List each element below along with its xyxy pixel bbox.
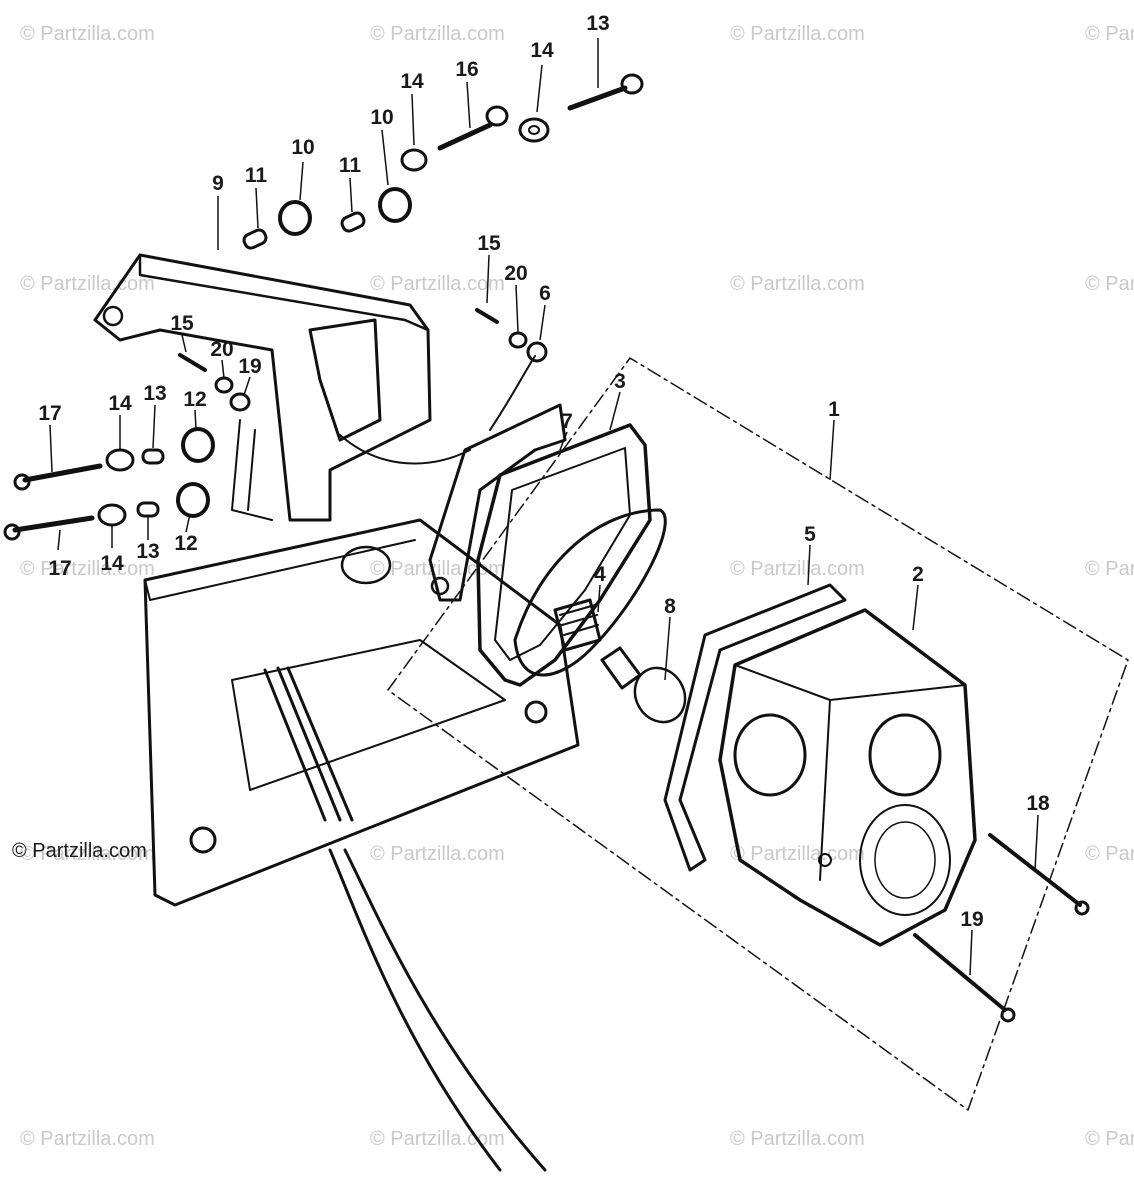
- callout-label: 13: [136, 540, 159, 563]
- callout-label: 18: [1026, 792, 1050, 815]
- watermark: © Partzilla.com: [1085, 843, 1134, 865]
- watermark: © Partzilla.com: [730, 273, 865, 295]
- watermark-layer: © Partzilla.com © Partzilla.com © Partzill…: [20, 23, 1134, 1150]
- callout-label: 19: [960, 908, 983, 931]
- watermark: © Partzilla.com: [20, 843, 155, 865]
- callout-label: 14: [530, 39, 554, 62]
- callout-label: 5: [804, 523, 816, 546]
- watermark: © Partzilla.com: [20, 273, 155, 295]
- watermark: © Partzilla.com: [20, 1128, 155, 1150]
- leader-lines: [49, 38, 1039, 976]
- callout-label: 12: [174, 532, 197, 555]
- callout-label: 20: [210, 338, 233, 361]
- partzilla-credit: © Partzilla.com: [12, 840, 147, 862]
- taillight-base-housing: [428, 403, 667, 687]
- callout-label: 1: [828, 398, 840, 421]
- bulb: [600, 646, 687, 724]
- callout-label: 8: [664, 595, 676, 618]
- callout-label: 16: [455, 58, 478, 81]
- callout-label: 10: [370, 106, 393, 129]
- callout-label: 2: [912, 563, 924, 586]
- watermark: © Partzilla.com: [20, 23, 155, 45]
- callout-labels: 13 14 16 14 10 10 11 11 9 15 20 6 3 7 1 …: [38, 12, 1050, 931]
- watermark: © Partzilla.com: [20, 558, 155, 580]
- upper-mounting-bracket: [93, 253, 432, 522]
- watermark: © Partzilla.com: [370, 23, 505, 45]
- callout-label: 15: [477, 232, 501, 255]
- lens-screws: [913, 833, 1090, 1023]
- callout-label: 14: [108, 392, 132, 415]
- callout-label: 17: [38, 402, 61, 425]
- callout-label: 14: [100, 552, 124, 575]
- watermark: © Partzilla.com: [370, 273, 505, 295]
- bulb-socket: [553, 598, 602, 652]
- callout-label: 3: [614, 370, 626, 393]
- watermark: © Partzilla.com: [1085, 273, 1134, 295]
- license-plate-bracket: [143, 518, 580, 907]
- hardware-small-parts: [3, 73, 644, 541]
- callout-label: 13: [143, 382, 166, 405]
- callout-label: 13: [586, 12, 609, 35]
- wire-harness: [263, 341, 548, 1172]
- watermark: © Partzilla.com: [370, 843, 505, 865]
- callout-label: 19: [238, 355, 261, 378]
- callout-label: 17: [48, 557, 71, 580]
- callout-label: 14: [400, 70, 424, 93]
- watermark: © Partzilla.com: [730, 23, 865, 45]
- callout-label: 11: [245, 164, 268, 187]
- watermark: © Partzilla.com: [730, 843, 865, 865]
- watermark: © Partzilla.com: [1085, 23, 1134, 45]
- callout-label: 6: [539, 282, 551, 305]
- callout-label: 9: [212, 172, 224, 195]
- taillight-lens: [718, 608, 977, 947]
- callout-label: 4: [594, 563, 606, 586]
- watermark: © Partzilla.com: [730, 558, 865, 580]
- watermark: © Partzilla.com: [1085, 1128, 1134, 1150]
- callout-label: 7: [561, 410, 573, 433]
- callout-label: 15: [170, 312, 194, 335]
- watermark: © Partzilla.com: [370, 558, 505, 580]
- lens-gasket: [663, 583, 847, 872]
- assembly-boundary: [387, 357, 1129, 1111]
- callout-label: 10: [291, 136, 314, 159]
- callout-label: 20: [504, 262, 527, 285]
- watermark: © Partzilla.com: [1085, 558, 1134, 580]
- watermark: © Partzilla.com: [730, 1128, 865, 1150]
- watermark: © Partzilla.com: [370, 1128, 505, 1150]
- callout-label: 11: [339, 154, 362, 177]
- callout-label: 12: [183, 388, 206, 411]
